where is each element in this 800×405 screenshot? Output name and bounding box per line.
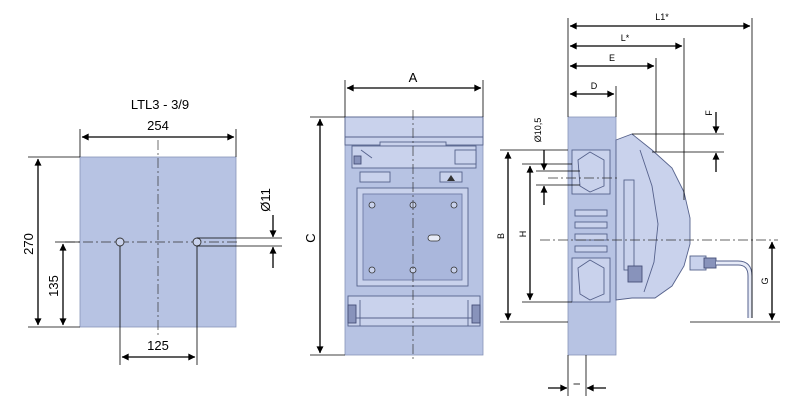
- drawing-title: LTL3 - 3/9: [131, 97, 189, 112]
- D-dimension-label: D: [591, 81, 598, 91]
- E-dimension-label: E: [609, 53, 615, 63]
- side-view: L1* L* E D F Ø10,5 B H G: [496, 12, 780, 396]
- width-dimension-label: 254: [147, 118, 169, 133]
- height-dimension-label: 270: [21, 233, 36, 255]
- side-hole-diameter-label: Ø10,5: [533, 118, 543, 143]
- mounting-hole-right: [192, 237, 202, 247]
- H-dimension-label: H: [518, 231, 528, 238]
- G-dimension-label: G: [760, 277, 770, 284]
- left-view: LTL3 - 3/9 254 270 135 125 Ø11: [21, 97, 282, 365]
- F-dimension-label: F: [704, 110, 714, 116]
- front-width-dimension-label: A: [409, 70, 418, 85]
- front-view: A C: [303, 70, 484, 362]
- side-fuse-body: [615, 133, 691, 301]
- front-height-dimension-label: C: [303, 233, 318, 242]
- I-dimension-label: I: [572, 383, 582, 386]
- L1-dimension-label: L1*: [655, 12, 669, 22]
- mounting-hole-left: [115, 237, 125, 247]
- L-dimension-label: L*: [621, 33, 630, 43]
- B-dimension-label: B: [496, 233, 506, 239]
- hole-diameter-label: Ø11: [258, 188, 273, 212]
- half-height-dimension-label: 135: [46, 275, 61, 297]
- hole-spacing-dimension-label: 125: [147, 338, 169, 353]
